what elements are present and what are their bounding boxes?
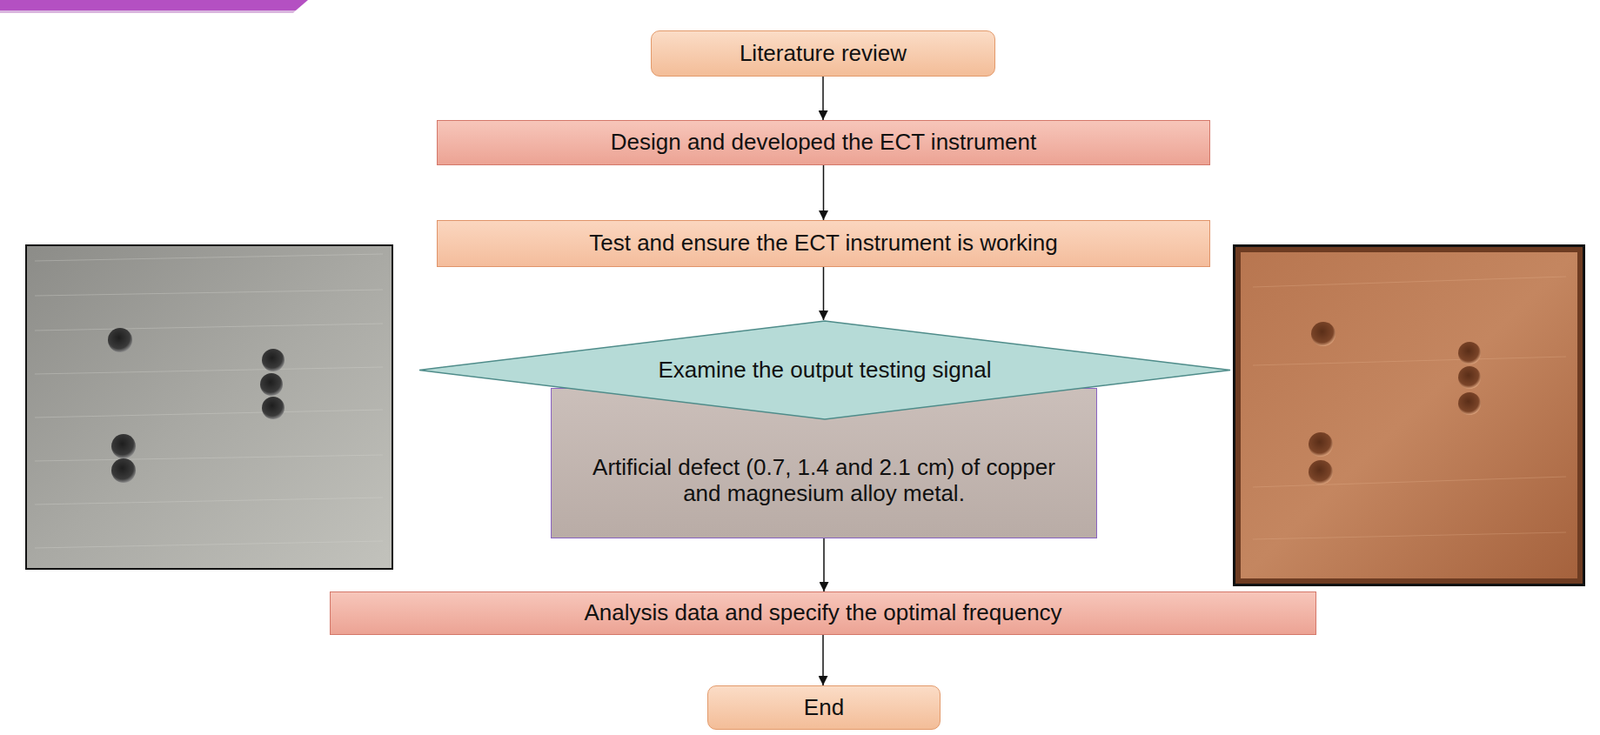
flow-arrow [823, 267, 825, 321]
header-band [0, 0, 308, 11]
process-box: Analysis data and specify the optimal fr… [329, 591, 1317, 636]
start-terminator: Literature review [650, 30, 996, 77]
node-label: Design and developed the ECT instrument [610, 129, 1037, 156]
node-label: Examine the output testing signal [657, 357, 991, 384]
flow-arrow [823, 538, 825, 592]
magnesium-plate-photo [25, 244, 394, 570]
node-label: Literature review [739, 40, 907, 67]
flow-arrow [822, 76, 824, 121]
node-label: End [803, 695, 844, 722]
node-label: Test and ensure the ECT instrument is wo… [589, 230, 1058, 257]
node-label: Analysis data and specify the optimal fr… [583, 600, 1062, 627]
end-terminator: End [707, 685, 941, 730]
flow-arrow [822, 635, 824, 686]
header-band-shadow [0, 10, 296, 14]
copper-plate-photo [1232, 244, 1586, 587]
flow-arrow [823, 165, 825, 221]
diamond-shape [419, 321, 1231, 420]
process-box: Design and developed the ECT instrument [436, 120, 1211, 166]
process-box: Test and ensure the ECT instrument is wo… [436, 220, 1211, 268]
decision-diamond: Examine the output testing signal [418, 320, 1232, 421]
node-label: Artificial defect (0.7, 1.4 and 2.1 cm) … [577, 455, 1071, 508]
